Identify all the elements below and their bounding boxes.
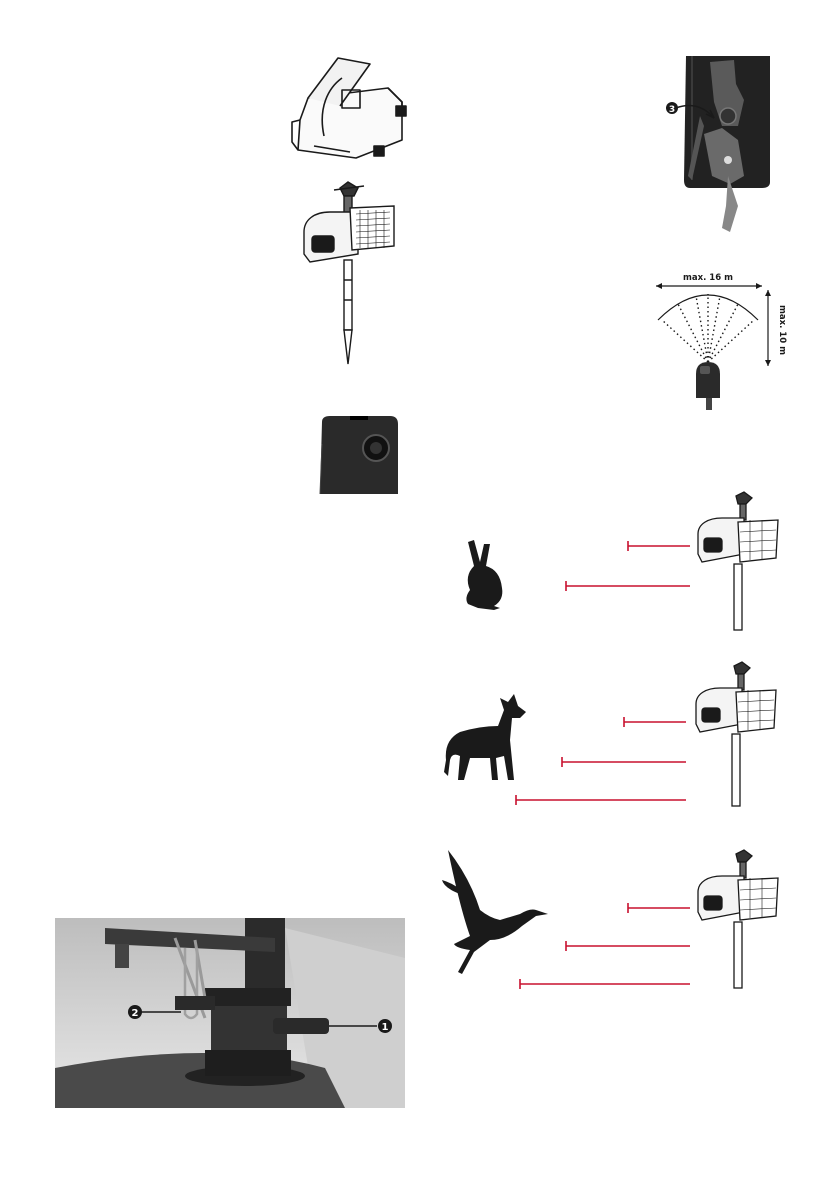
figure-nozzle-detail: 3 <box>664 56 776 232</box>
range-width-label: max. 16 m <box>683 273 733 283</box>
figure-dog-ranges <box>440 660 810 810</box>
figure-detection-range: max. 16 m max. 10 m <box>648 270 796 414</box>
figure-device-on-stake <box>298 180 398 366</box>
figure-device-solar-bracket <box>278 58 410 166</box>
figure-device-knob <box>316 414 402 494</box>
callout-3-label: 3 <box>669 105 675 115</box>
callout-1-label: 1 <box>382 1022 389 1033</box>
figure-rabbit-ranges <box>440 490 810 640</box>
figure-photo-mount: 1 2 <box>55 918 405 1108</box>
range-depth-label: max. 10 m <box>777 305 787 355</box>
callout-2-label: 2 <box>132 1008 139 1019</box>
figure-heron-ranges <box>440 848 810 998</box>
